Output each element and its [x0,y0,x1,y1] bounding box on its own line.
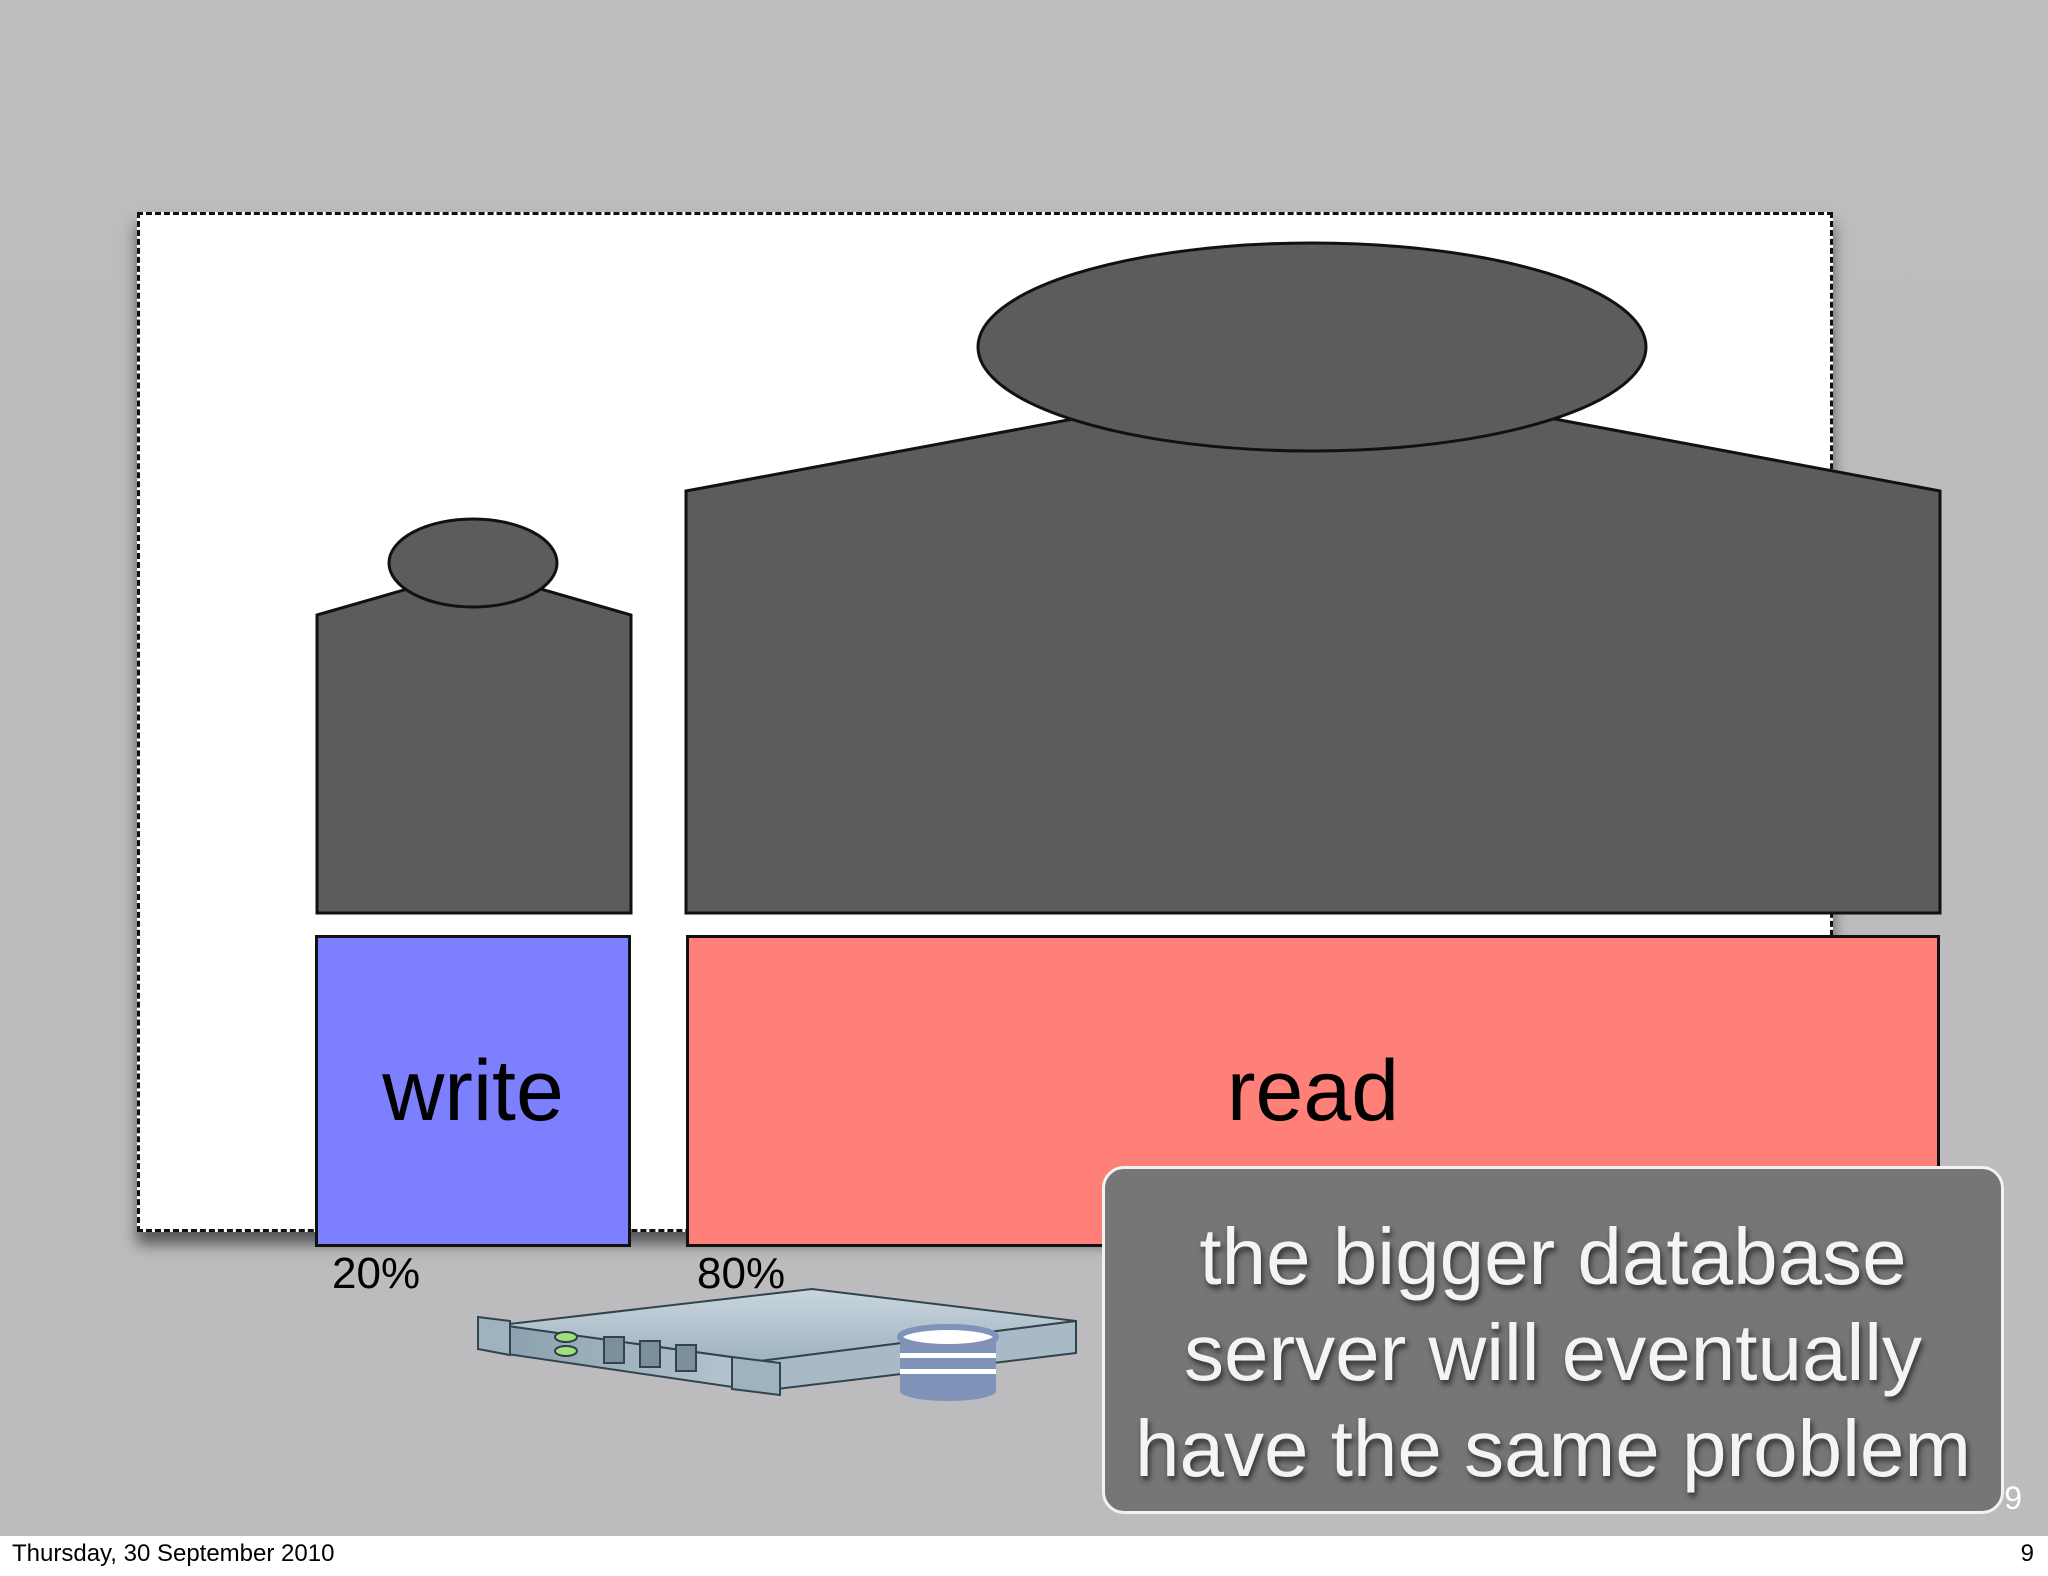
footer-date: Thursday, 30 September 2010 [12,1540,335,1567]
database-icon [897,1324,999,1401]
caption-line: server will eventually [1183,1308,1923,1397]
write-person-icon [315,517,633,915]
caption-line: have the same problem [1134,1404,1971,1493]
write-percent: 20% [332,1249,421,1298]
read-bar-label: read [1226,1042,1400,1139]
write-bar: write [315,935,631,1247]
write-bar-label: write [382,1042,564,1139]
read-percent: 80% [697,1249,786,1298]
read-person-icon [684,241,1942,915]
slide-number: 9 [2004,1480,2022,1516]
caption-box: the bigger database server will eventual… [1102,1166,2004,1514]
slide: write read 20% 80% [0,0,2048,1536]
footer-page-number: 9 [2020,1540,2034,1567]
database-server-icon [477,1287,1077,1401]
caption-line: the bigger database [1199,1212,1907,1301]
diagram-panel: write read 20% 80% [137,212,1942,1401]
